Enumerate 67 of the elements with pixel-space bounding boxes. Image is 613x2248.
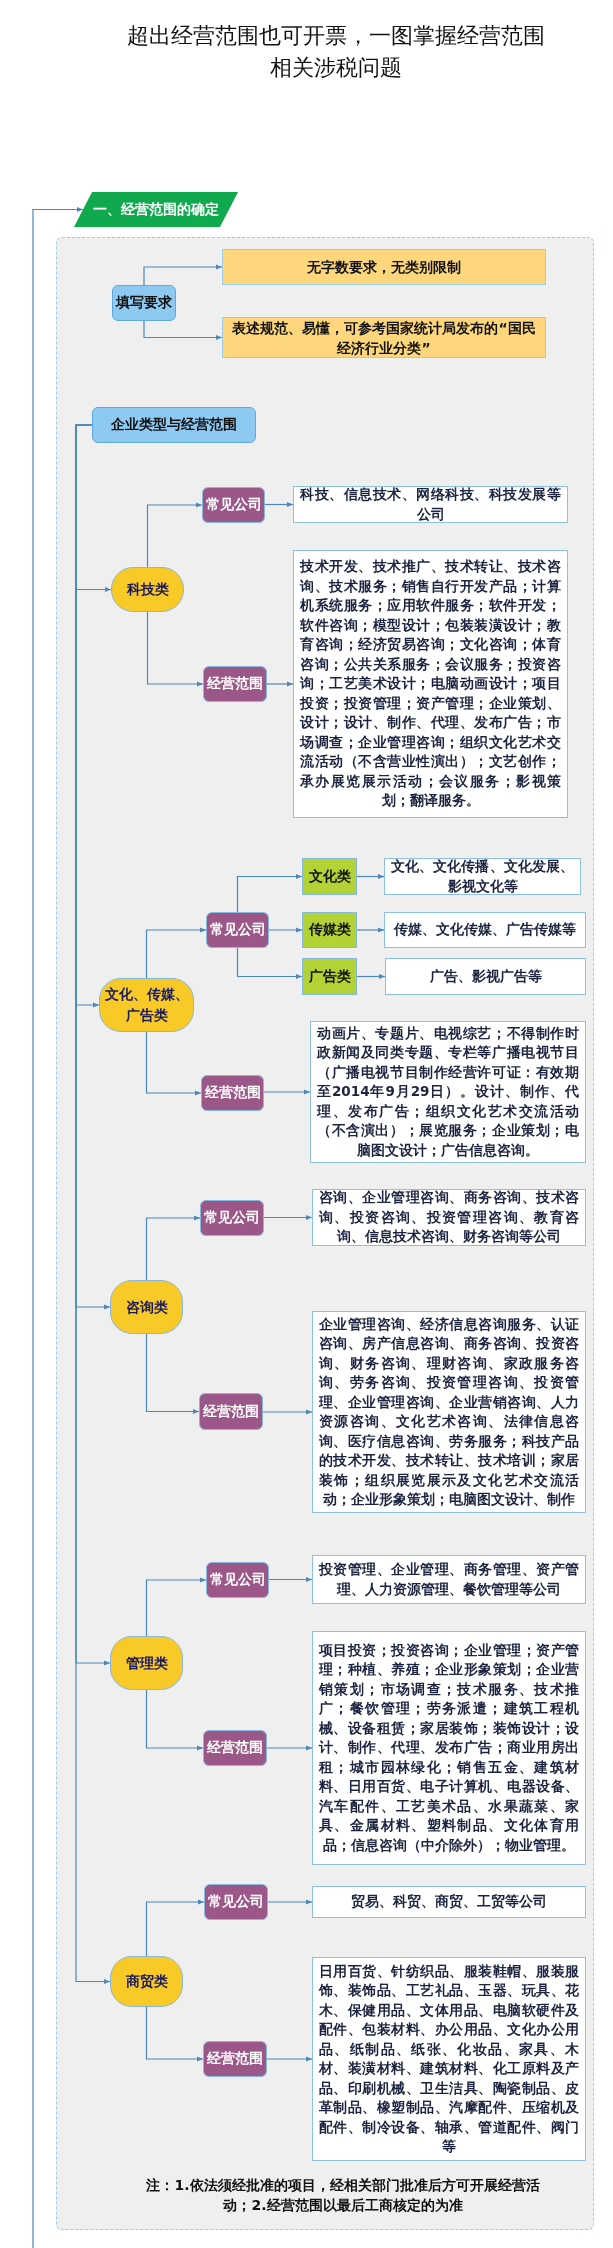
category-pill: 商贸类 (110, 1956, 183, 2007)
heading-box: 填写要求 (112, 285, 176, 321)
arrow (266, 1745, 313, 1751)
arrow (146, 502, 203, 568)
arrow (266, 2056, 313, 2062)
content-box: 项目投资；投资咨询；企业管理；资产管理；种植、养殖；企业形象策划；企业营销策划；市场调查；技术服务、技术推广；餐饮管理；劳务派遣；建筑工程机械、设备租赁；家居装饰；装饰设计；设计、制作、代理、发布广告；商业用房出租；城市园林绿化；销售五金、建筑材料、日用百货、电子计算机、电器设备、汽车配件、工艺美术品、水果蔬菜、家具、金属材料、塑料制品、文化体育用品；信息咨询（中介除外）；物业管理。 (312, 1631, 586, 1865)
arrow (143, 264, 223, 286)
title: 超出经营范围也可开票，一图掌握经营范围相关涉税问题 (126, 22, 546, 82)
arrow (263, 1089, 311, 1095)
content-box: 咨询、企业管理咨询、商务咨询、技术咨询、投资咨询、投资管理咨询、教育咨询、信息技术咨询、财务咨询等公司 (312, 1189, 586, 1246)
arrow (266, 681, 294, 687)
note-text: 注：1.依法须经批准的项目，经相关部门批准后方可开展经营活动；2.经营范围以最后工商核定的为准 (145, 2176, 541, 2215)
arrow (268, 927, 303, 933)
arrow (145, 1899, 205, 1957)
category-pill: 文化、传媒、广告类 (99, 978, 194, 1032)
arrow (356, 874, 385, 879)
arrow (356, 927, 385, 933)
arrow (145, 927, 207, 979)
arrow (236, 874, 303, 913)
content-box: 日用百货、针纺织品、服装鞋帽、服装服饰、装饰品、工艺礼品、玉器、玩具、花木、保健用品、文体用品、电脑软硬件及配件、包装材料、办公用品、文化办公用品、纸制品、纸张、化妆品、家具、木材、装潢材料、建筑材料、化工原料及产品、印刷机械、卫生洁具、陶瓷制品、皮革制品、橡塑制品、汽摩配件、压缩机及配件、制冷设备、轴承、管道配件、阀门等 (312, 1957, 586, 2161)
content-box: 贸易、科贸、商贸、工贸等公司 (312, 1886, 586, 1918)
tag-box: 经营范围 (201, 1075, 264, 1111)
arrow (145, 1215, 201, 1281)
subcategory-box: 传媒类 (302, 912, 357, 948)
arrow (143, 320, 223, 340)
highlight-box: 表述规范、易懂，可参考国家统计局发布的“国民经济行业分类” (222, 317, 546, 358)
heading-box: 企业类型与经营范围 (92, 407, 256, 443)
tag-box: 常见公司 (200, 1200, 264, 1236)
content-box: 动画片、专题片、电视综艺；不得制作时政新闻及同类专题、专栏等广播电视节目（广播电视节目制作经营许可证：有效期至2014年9月29日）。设计、制作、代理、发布广告；组织文化艺术交流活动（不含演出）；展览服务；企业策划；电脑图文设计；广告信息咨询。 (310, 1021, 586, 1163)
category-pill: 科技类 (111, 567, 184, 612)
arrow (263, 1215, 313, 1220)
dashed-panel (56, 237, 594, 2230)
content-box: 传媒、文化传媒、广告传媒等 (384, 912, 586, 948)
subcategory-box: 广告类 (302, 958, 357, 995)
tag-box: 经营范围 (203, 666, 267, 702)
content-box: 广告、影视广告等 (385, 958, 586, 995)
arrow (75, 424, 111, 1984)
content-box: 文化、文化传播、文化发展、影视文化等 (384, 858, 581, 895)
arrow (264, 502, 294, 507)
tag-box: 经营范围 (199, 1393, 263, 1430)
arrow (145, 1689, 204, 1751)
arrow (145, 1333, 200, 1414)
arrow (145, 1577, 207, 1637)
content-box: 投资管理、企业管理、商务管理、资产管理、人力资源管理、餐饮管理等公司 (312, 1555, 586, 1604)
tag-box: 常见公司 (204, 1884, 268, 1920)
content-box: 科技、信息技术、网络科技、科技发展等公司 (293, 486, 568, 523)
arrow (267, 1899, 313, 1905)
content-box: 企业管理咨询、经济信息咨询服务、认证咨询、房产信息咨询、商务咨询、投资咨询、财务咨询、理财咨询、家政服务咨询、劳务咨询、投资管理咨询、投资管理、企业管理咨询、企业营销咨询、人力资源咨询、文化艺术咨询、法律信息咨询、医疗信息咨询、劳务服务；科技产品的技术开发、技术转让、技术培训；家居装饰；组织展览展示及文化艺术交流活动；企业形象策划；电脑图文设计、制作 (312, 1311, 586, 1513)
content-box: 技术开发、技术推广、技术转让、技术咨询、技术服务；销售自行开发产品；计算机系统服务；应用软件服务；软件开发；软件咨询；模型设计；包装装潢设计；教育咨询；经济贸易咨询；文化咨询；体育咨询；公共关系服务；会议服务；投资咨询；工艺美术设计；电脑动画设计；项目投资；投资管理；资产管理；企业策划、设计；设计、制作、代理、发布广告；市场调查；企业管理咨询；组织文化艺术交流活动（不含营业性演出）；文艺创作；承办展览展示活动；会议服务；影视策划；翻译服务。 (293, 550, 568, 818)
arrow (145, 1031, 202, 1096)
category-pill: 咨询类 (110, 1280, 183, 1334)
tag-box: 经营范围 (203, 2041, 267, 2077)
highlight-box: 无字数要求，无类别限制 (222, 249, 546, 285)
tag-box: 常见公司 (206, 1562, 269, 1598)
arrow (262, 1409, 313, 1415)
arrow (146, 611, 204, 687)
tag-box: 常见公司 (202, 487, 265, 523)
subcategory-box: 文化类 (302, 858, 357, 895)
arrow (268, 1577, 313, 1582)
arrow (356, 974, 386, 979)
section-banner: 一、经营范围的确定 (74, 192, 238, 227)
arrow (236, 947, 303, 979)
arrow (32, 207, 84, 2248)
arrow (145, 2006, 204, 2062)
tag-box: 常见公司 (206, 912, 269, 948)
category-pill: 管理类 (110, 1636, 183, 1690)
tag-box: 经营范围 (203, 1730, 267, 1766)
